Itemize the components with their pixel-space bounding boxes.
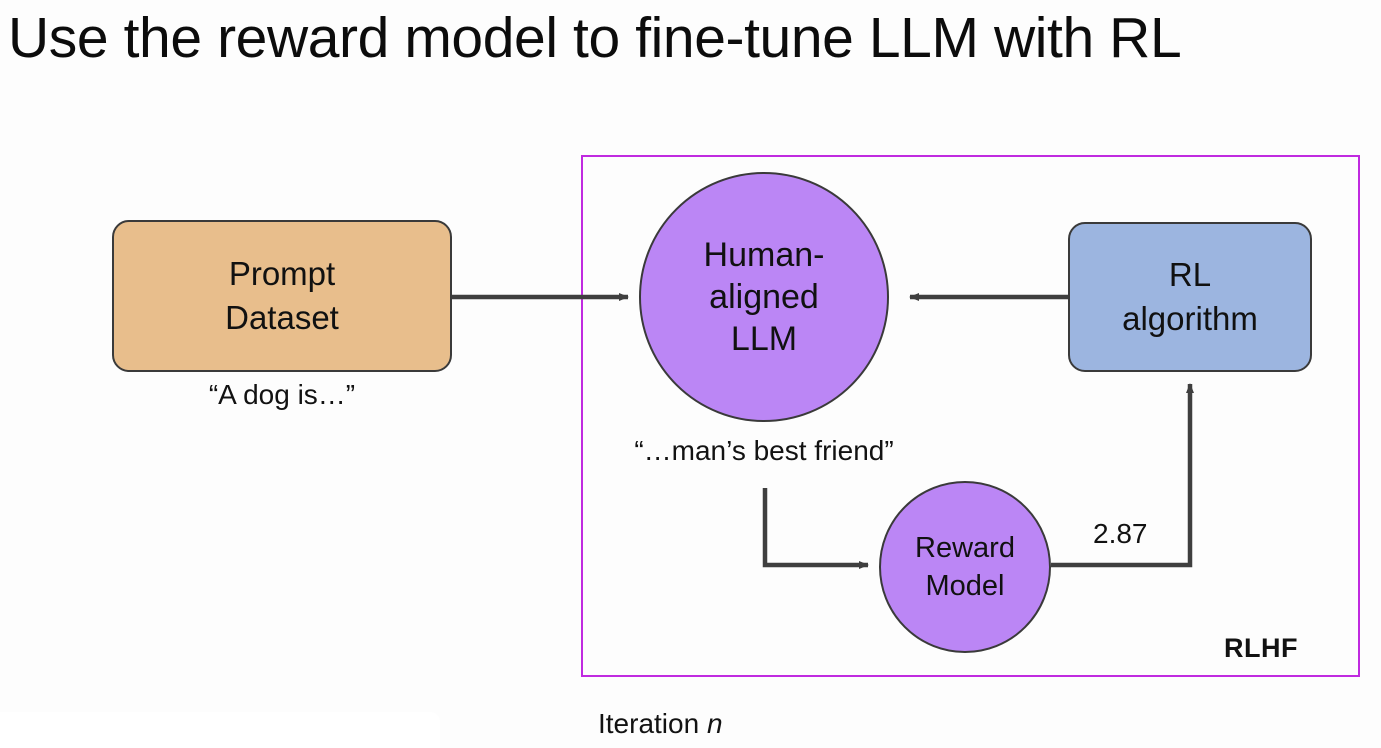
node-human-aligned-llm-line2: aligned [709,278,819,316]
caption-prompt-example: “A dog is…” [208,379,356,410]
node-reward-model-line2: Model [925,570,1005,602]
edge-label-reward-value: 2.87 [1093,518,1148,549]
node-prompt-dataset-line1: Prompt [228,255,336,292]
rlhf-group-label: RLHF [1224,633,1298,663]
bottom-plate [0,712,440,748]
node-rl-algorithm-line2: algorithm [1122,300,1258,337]
iteration-caption: Iteration n [598,708,723,740]
caption-llm-completion: “…man’s best friend” [634,435,894,466]
iteration-caption-symbol: n [706,708,723,739]
page-title: Use the reward model to fine-tune LLM wi… [8,6,1182,70]
node-reward-model-line1: Reward [915,532,1015,564]
node-human-aligned-llm-line1: Human- [703,236,825,274]
node-rl-algorithm[interactable]: RL algorithm [1068,222,1312,372]
node-prompt-dataset[interactable]: Prompt Dataset [112,220,452,372]
node-reward-model[interactable]: Reward Model [879,481,1051,653]
node-rl-algorithm-line1: RL [1168,256,1212,293]
node-prompt-dataset-line2: Dataset [225,299,339,336]
node-human-aligned-llm-line3: LLM [730,320,798,358]
rlhf-group-frame [581,155,1360,677]
node-human-aligned-llm[interactable]: Human- aligned LLM [639,172,889,422]
iteration-caption-prefix: Iteration [598,708,707,739]
